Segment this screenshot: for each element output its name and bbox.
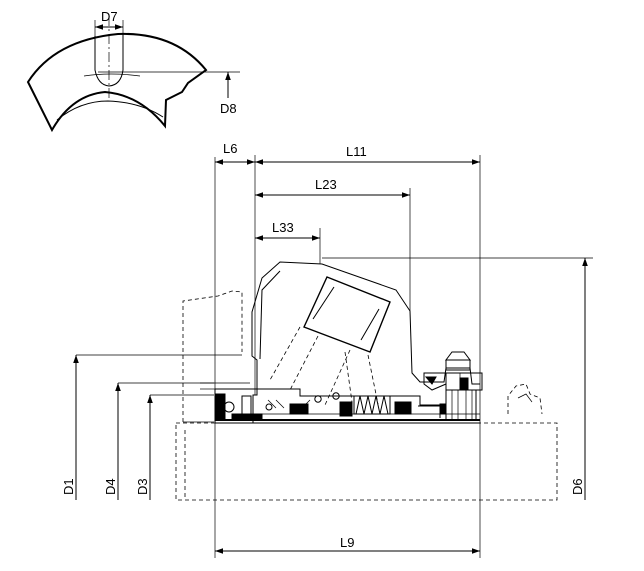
seal-section (175, 261, 558, 501)
label-l6: L6 (223, 141, 237, 156)
label-d8: D8 (220, 101, 237, 116)
label-d6: D6 (570, 478, 585, 495)
label-l33: L33 (272, 220, 294, 235)
label-l23: L23 (315, 177, 337, 192)
label-d3: D3 (135, 478, 150, 495)
detail-view (26, 16, 240, 133)
label-l9: L9 (340, 535, 354, 550)
label-d4: D4 (103, 478, 118, 495)
label-d7: D7 (101, 9, 118, 24)
label-l11: L11 (346, 144, 367, 159)
label-d1: D1 (61, 478, 76, 495)
dimension-lines (73, 155, 593, 558)
